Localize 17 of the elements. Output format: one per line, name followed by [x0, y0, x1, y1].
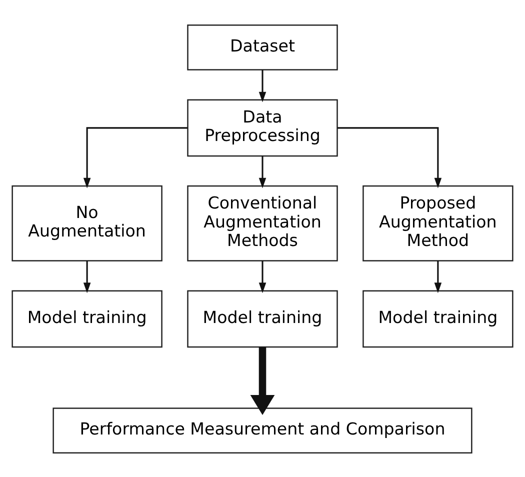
- node-box: No Augmentation: [12, 184, 162, 261]
- node-box: Dataset: [187, 24, 338, 70]
- arrow: [434, 260, 442, 293]
- node-box: Model training: [12, 290, 162, 348]
- arrow: [250, 346, 275, 414]
- arrow: [337, 126, 442, 188]
- arrow: [258, 156, 266, 188]
- node-box: Model training: [187, 290, 338, 348]
- node-box: Data Preprocessing: [187, 98, 338, 156]
- arrow: [258, 69, 266, 102]
- node-box: Proposed Augmentation Method: [362, 184, 514, 261]
- node-box: Performance Measurement and Comparison: [52, 407, 472, 453]
- arrow: [83, 126, 188, 188]
- arrow: [83, 260, 91, 293]
- arrow: [258, 260, 266, 293]
- node-box: Conventional Augmentation Methods: [187, 184, 338, 261]
- node-box: Model training: [362, 290, 514, 348]
